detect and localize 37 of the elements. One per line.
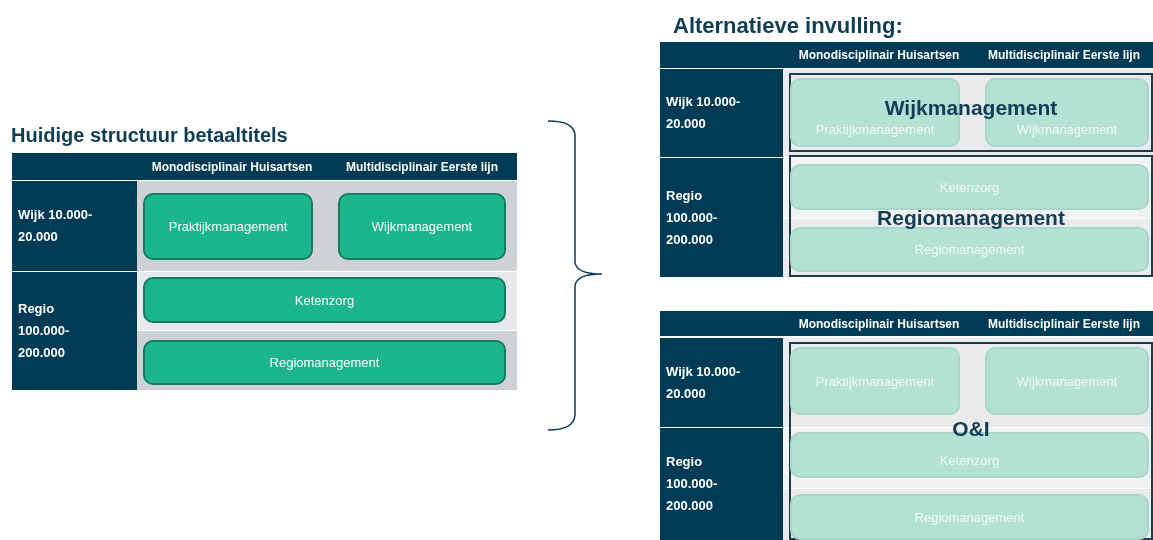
column-header: Multidisciplinair Eerste lijn	[987, 316, 1140, 331]
box-label: Ketenzorg	[294, 292, 355, 308]
box-label: Wijkmanagement	[1016, 373, 1118, 389]
box-label: Praktijkmanagement	[815, 122, 935, 137]
column-header: Multidisciplinair Eerste lijn	[987, 48, 1140, 62]
column-header: Monodisciplinair Huisartsen	[798, 316, 960, 331]
header-cell	[975, 42, 1153, 68]
rounded-box	[790, 164, 1149, 210]
rounded-box	[143, 340, 506, 385]
heading: Huidige structuur betaaltitels	[11, 124, 288, 147]
region-title: Wijkmanagement	[884, 96, 1058, 120]
rounded-box	[338, 193, 506, 260]
box-label: Ketenzorg	[939, 453, 1000, 468]
region-title: O&I	[952, 417, 990, 441]
outlined-region	[789, 155, 1153, 277]
region-title: Regiomanagement	[877, 206, 1065, 230]
box-label: Regiomanagement	[914, 509, 1025, 525]
outlined-region	[789, 73, 1153, 152]
heading: Alternatieve invulling:	[673, 13, 903, 39]
column-header: Monodisciplinair Huisartsen	[151, 159, 313, 174]
header-cell	[327, 153, 517, 180]
rounded-box	[985, 347, 1149, 415]
rounded-box	[790, 227, 1149, 272]
header-cell	[975, 311, 1153, 336]
box-label: Praktijkmanagement	[168, 219, 288, 234]
box-label: Praktijkmanagement	[815, 373, 935, 389]
box-label: Wijkmanagement	[371, 219, 473, 234]
box-label: Regiomanagement	[269, 355, 380, 370]
outlined-region	[789, 342, 1153, 540]
box-label: Ketenzorg	[939, 179, 1000, 195]
rounded-box	[143, 277, 506, 323]
box-label: Wijkmanagement	[1016, 122, 1118, 137]
rounded-box	[143, 193, 313, 260]
column-header: Monodisciplinair Huisartsen	[798, 48, 960, 62]
box-label: Regiomanagement	[914, 242, 1025, 257]
column-header: Multidisciplinair Eerste lijn	[345, 159, 498, 174]
rounded-box	[790, 347, 960, 415]
